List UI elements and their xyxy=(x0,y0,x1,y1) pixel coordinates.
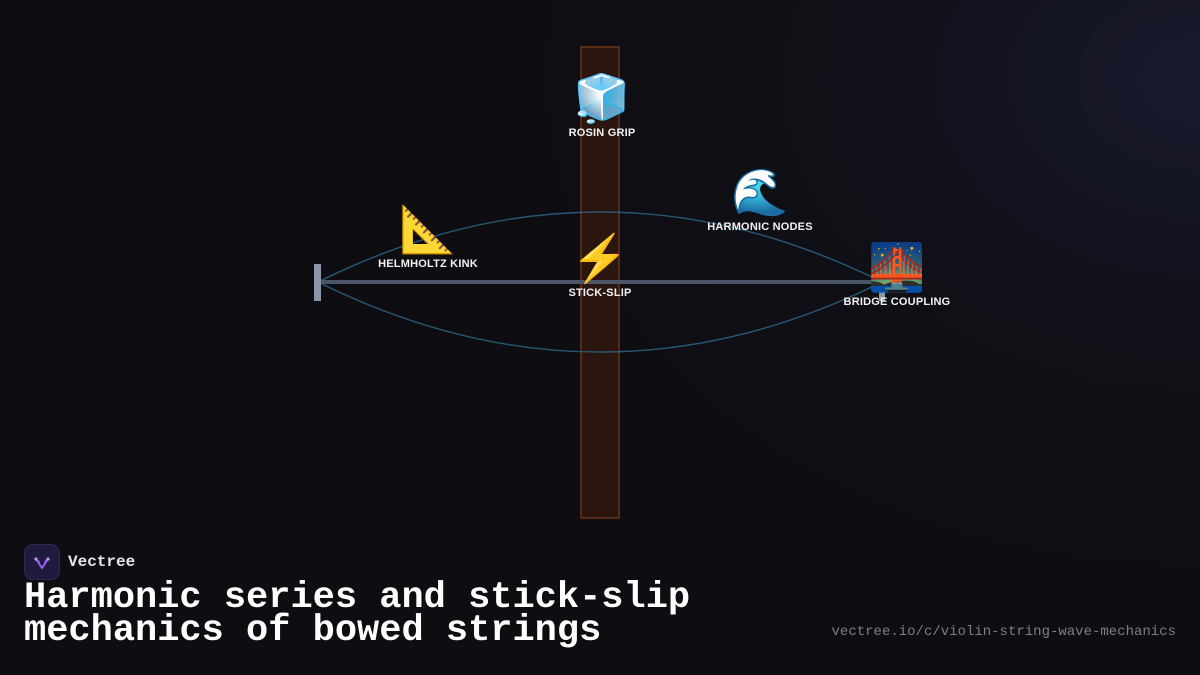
wave-envelope-lower xyxy=(317,281,883,353)
node-bridge-coupling: 🌉 BRIDGE COUPLING xyxy=(844,240,951,308)
node-harmonic-nodes: 🌊 HARMONIC NODES xyxy=(707,165,812,233)
node-label: ROSIN GRIP xyxy=(568,127,636,139)
bridge-endpoint xyxy=(879,290,885,301)
node-label: STICK-SLIP xyxy=(568,287,632,299)
node-rosin-grip: 🧊 ROSIN GRIP xyxy=(569,71,636,139)
brand: Vectree xyxy=(24,544,135,580)
vectree-logo-icon xyxy=(24,544,60,580)
ice-cube-icon: 🧊 xyxy=(573,72,631,124)
wave-envelope-upper xyxy=(317,211,883,283)
node-stick-slip: ⚡ STICK-SLIP xyxy=(568,231,631,299)
brand-name: Vectree xyxy=(68,553,136,571)
source-url[interactable]: vectree.io/c/violin-string-wave-mechanic… xyxy=(831,624,1176,640)
node-label: BRIDGE COUPLING xyxy=(843,296,951,308)
lightning-icon: ⚡ xyxy=(571,232,629,284)
wave-icon: 🌊 xyxy=(731,166,789,218)
node-helmholtz-kink: 📐 HELMHOLTZ KINK xyxy=(378,202,478,270)
node-label: HELMHOLTZ KINK xyxy=(378,258,478,270)
nut-endpoint xyxy=(314,264,321,301)
triangular-ruler-icon: 📐 xyxy=(399,203,457,255)
node-label: HARMONIC NODES xyxy=(707,221,813,233)
page-title: Harmonic series and stick-slip mechanics… xyxy=(24,577,691,652)
bridge-at-night-icon: 🌉 xyxy=(868,241,926,293)
